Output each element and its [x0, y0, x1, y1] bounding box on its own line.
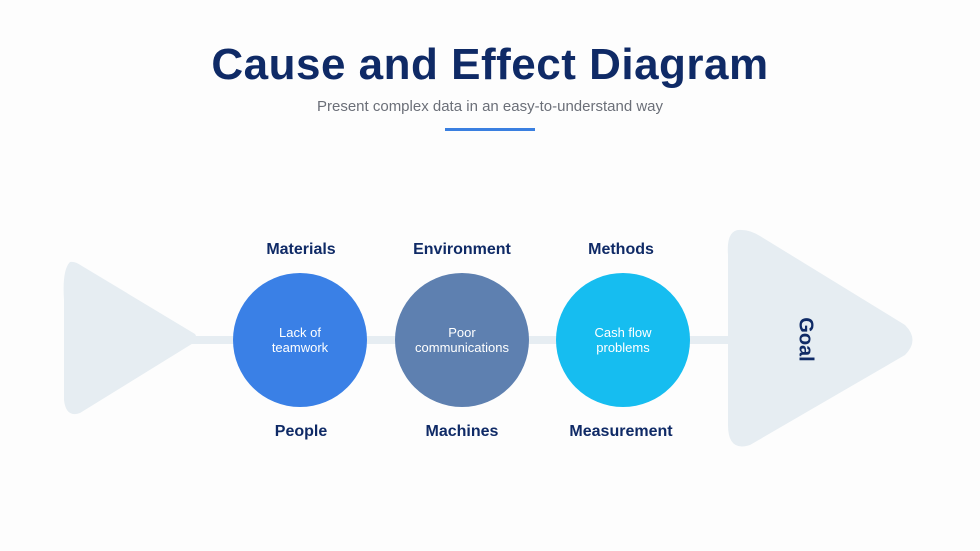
fish-head [727, 229, 913, 447]
cause-label-environment: Environment [413, 241, 511, 258]
cause-text: Lack of teamwork [271, 325, 329, 355]
cause-circle-1: Lack of teamwork [233, 273, 367, 407]
cause-label-methods: Methods [588, 241, 654, 258]
cause-text: Cash flow problems [594, 325, 652, 355]
cause-label-people: People [274, 423, 328, 440]
cause-label-machines: Machines [425, 423, 499, 440]
cause-circle-2: Poor communications [395, 273, 529, 407]
fish-tail [63, 261, 197, 415]
cause-circle-3: Cash flow problems [556, 273, 690, 407]
page-title: Cause and Effect Diagram [211, 40, 769, 89]
title-underline [445, 128, 535, 131]
goal-label: Goal [794, 317, 817, 362]
cause-label-measurement: Measurement [569, 423, 673, 440]
page-subtitle: Present complex data in an easy-to-under… [316, 98, 664, 115]
cause-text: Poor communications [415, 325, 509, 355]
cause-label-materials: Materials [266, 241, 336, 258]
